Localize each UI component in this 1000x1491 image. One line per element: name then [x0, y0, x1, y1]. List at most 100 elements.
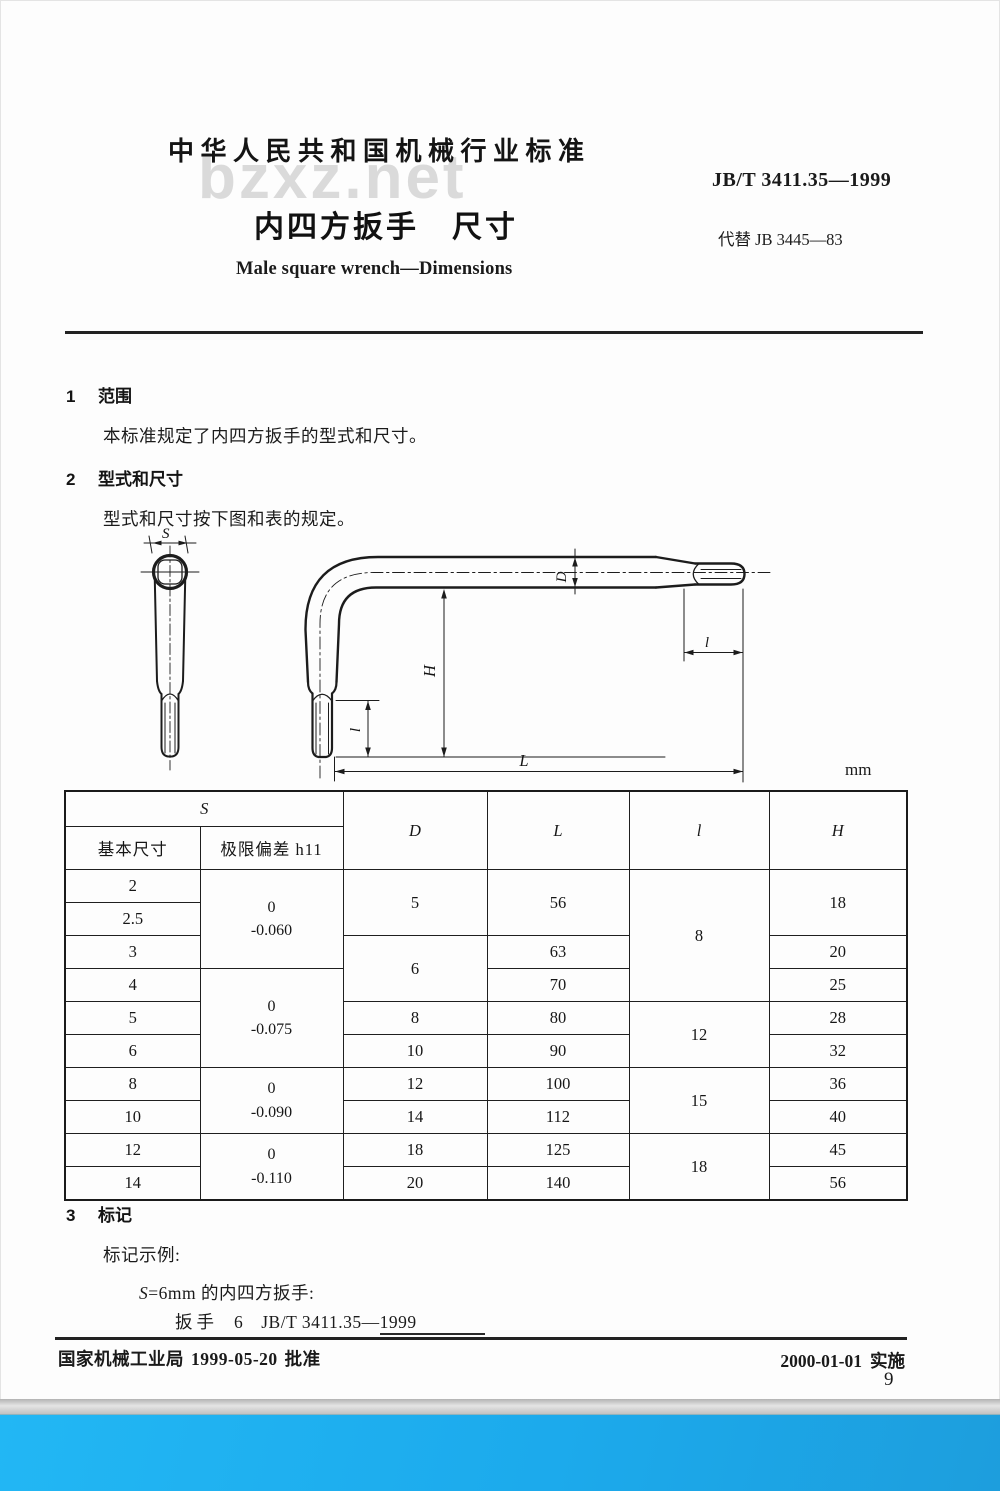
- dimension-lines: D H l l L: [334, 548, 744, 783]
- approval-line: 国家机械工业局 1999-05-20 批准: [58, 1346, 321, 1371]
- big-l-value-cell: 63: [486, 935, 630, 969]
- marking-example-label: 标记示例:: [103, 1245, 181, 1265]
- section-1-number: 1: [66, 387, 76, 406]
- section-2-number: 2: [66, 470, 76, 489]
- bottom-gray-strip: [0, 1399, 1000, 1415]
- h-value-cell: 20: [768, 935, 908, 969]
- s-value-cell: 14: [64, 1166, 201, 1201]
- d-value-cell: 5: [342, 869, 488, 936]
- document-title: 内四方扳手 尺寸: [254, 211, 518, 244]
- d-value-cell: 18: [342, 1133, 488, 1167]
- h-value-cell: 45: [768, 1133, 908, 1167]
- section-3-heading: 3 标记: [66, 1201, 132, 1226]
- designation-year: 1999: [379, 1312, 485, 1335]
- header-d: D: [342, 790, 488, 870]
- h-value-cell: 36: [768, 1067, 908, 1101]
- s-value-cell: 4: [64, 968, 201, 1002]
- h-value-cell: 32: [768, 1034, 908, 1068]
- s-value-cell: 3: [64, 935, 201, 969]
- big-l-value-cell: 100: [486, 1067, 630, 1101]
- designation-size: 6: [234, 1312, 244, 1332]
- section-2-title: 型式和尺寸: [98, 470, 183, 489]
- unit-label: mm: [845, 760, 872, 779]
- section-2-heading: 2 型式和尺寸: [66, 465, 183, 490]
- section-1-title: 范围: [98, 387, 132, 406]
- small-l-value-cell: 15: [628, 1067, 770, 1134]
- deviation-cell: 0 -0.110: [199, 1133, 344, 1201]
- section-1-body: 本标准规定了内四方扳手的型式和尺寸。: [103, 426, 427, 446]
- s-value-cell: 10: [64, 1100, 201, 1134]
- big-l-value-cell: 70: [486, 968, 630, 1002]
- english-title: Male square wrench—Dimensions: [236, 259, 513, 279]
- section-3-number: 3: [66, 1206, 76, 1225]
- marking-example-line: S=6mm 的内四方扳手:: [139, 1280, 314, 1305]
- dim-label-s: S: [162, 526, 170, 542]
- s-value-cell: 2.5: [64, 902, 201, 936]
- big-l-value-cell: 80: [486, 1001, 630, 1035]
- big-l-value-cell: 140: [486, 1166, 630, 1201]
- approval-date: 1999-05-20: [191, 1349, 278, 1369]
- big-l-value-cell: 90: [486, 1034, 630, 1068]
- end-view: S: [140, 526, 200, 771]
- big-l-value-cell: 125: [486, 1133, 630, 1167]
- small-l-value-cell: 12: [628, 1001, 770, 1068]
- deviation-lower: -0.060: [250, 922, 293, 939]
- dim-label-l-left: l: [348, 728, 364, 732]
- small-l-value-cell: 8: [628, 869, 770, 1002]
- standard-number: JB/T 3411.35—1999: [712, 169, 892, 191]
- implementation-word: 实施: [870, 1351, 905, 1371]
- h-value-cell: 28: [768, 1001, 908, 1035]
- d-value-cell: 14: [342, 1100, 488, 1134]
- dimensions-table-wrap: S D L l H 基本尺寸 极限偏差 h11 2 0 -0.060 5 56 …: [64, 790, 908, 1201]
- deviation-upper: 0: [267, 997, 276, 1015]
- d-value-cell: 20: [342, 1166, 488, 1201]
- footer-divider: [55, 1337, 907, 1340]
- small-l-value-cell: 18: [628, 1133, 770, 1201]
- deviation-upper: 0: [267, 1146, 276, 1164]
- deviation-upper: 0: [267, 898, 276, 916]
- designation-standard: JB/T 3411.35—: [261, 1312, 380, 1332]
- dimensions-table: S D L l H 基本尺寸 极限偏差 h11 2 0 -0.060 5 56 …: [64, 790, 908, 1201]
- header-divider: [65, 331, 923, 334]
- section-1-heading: 1 范围: [66, 382, 132, 407]
- s-value-cell: 12: [64, 1133, 201, 1167]
- approval-org: 国家机械工业局: [58, 1349, 184, 1369]
- dim-label-big-l: L: [518, 751, 528, 770]
- d-value-cell: 10: [342, 1034, 488, 1068]
- dim-label-l-right: l: [705, 635, 709, 651]
- deviation-cell: 0 -0.075: [199, 968, 344, 1068]
- header-deviation: 极限偏差 h11: [199, 826, 344, 870]
- header-h: H: [768, 790, 908, 870]
- bottom-blue-band: [0, 1415, 1000, 1491]
- d-value-cell: 6: [342, 935, 488, 1002]
- s-value-cell: 6: [64, 1034, 201, 1068]
- deviation-lower: -0.110: [251, 1169, 292, 1187]
- marking-example-text: =6mm 的内四方扳手:: [148, 1283, 315, 1303]
- s-value-cell: 2: [64, 869, 201, 903]
- h-value-cell: 40: [768, 1100, 908, 1134]
- header-s-group: S: [64, 790, 344, 827]
- watermark: bzxz.net: [198, 143, 467, 212]
- dim-label-h: H: [420, 664, 439, 678]
- deviation-lower: -0.090: [250, 1103, 293, 1121]
- variable-s: S: [139, 1283, 149, 1303]
- h-value-cell: 56: [768, 1166, 908, 1201]
- dim-label-d: D: [554, 571, 570, 583]
- authority-line: 中华人民共和国机械行业标准: [168, 136, 591, 166]
- approval-word: 批准: [284, 1349, 321, 1369]
- section-3-title: 标记: [98, 1206, 132, 1225]
- big-l-value-cell: 56: [486, 869, 630, 936]
- header-basic-size: 基本尺寸: [64, 826, 201, 870]
- deviation-upper: 0: [267, 1080, 276, 1098]
- section-2-body: 型式和尺寸按下图和表的规定。: [103, 509, 355, 529]
- s-value-cell: 5: [64, 1001, 201, 1035]
- page-number: 9: [884, 1369, 894, 1390]
- big-l-value-cell: 112: [486, 1100, 630, 1134]
- deviation-cell: 0 -0.060: [199, 869, 344, 969]
- replaces-note: 代替 JB 3445—83: [718, 230, 843, 249]
- s-value-cell: 8: [64, 1067, 201, 1101]
- deviation-cell: 0 -0.090: [199, 1067, 344, 1134]
- wrench-technical-drawing: S: [140, 526, 774, 783]
